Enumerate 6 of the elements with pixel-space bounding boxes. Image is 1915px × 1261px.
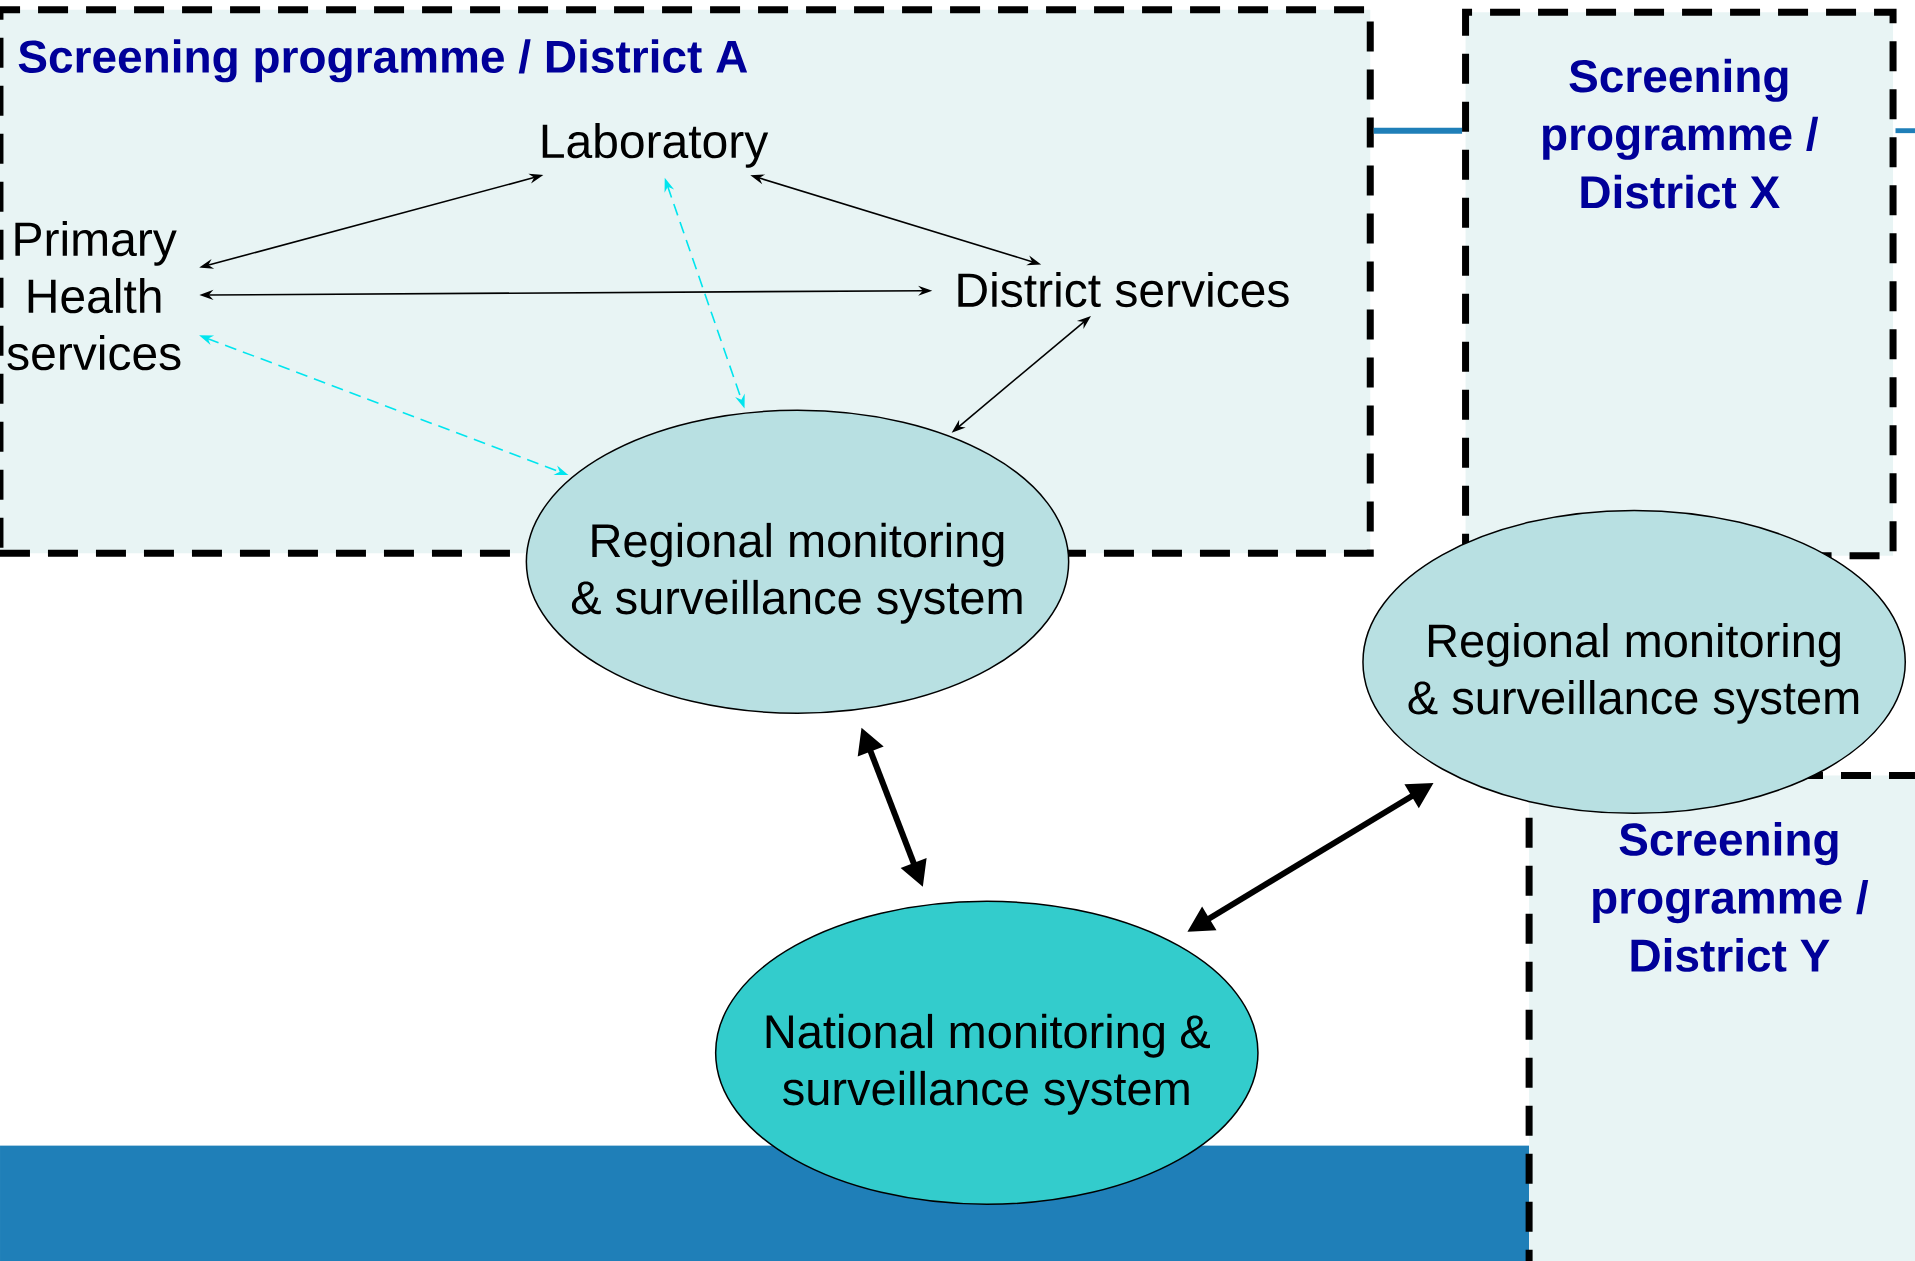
node-label: District services	[958, 271, 1289, 308]
region-heading: Screening programme / District A	[18, 39, 748, 83]
node-label: Primary Health services	[7, 221, 181, 371]
region-heading: Screening programme / District Y	[1593, 822, 1869, 972]
node-label: Laboratory	[542, 123, 769, 168]
region-heading: Screening programme / District X	[1543, 58, 1819, 209]
